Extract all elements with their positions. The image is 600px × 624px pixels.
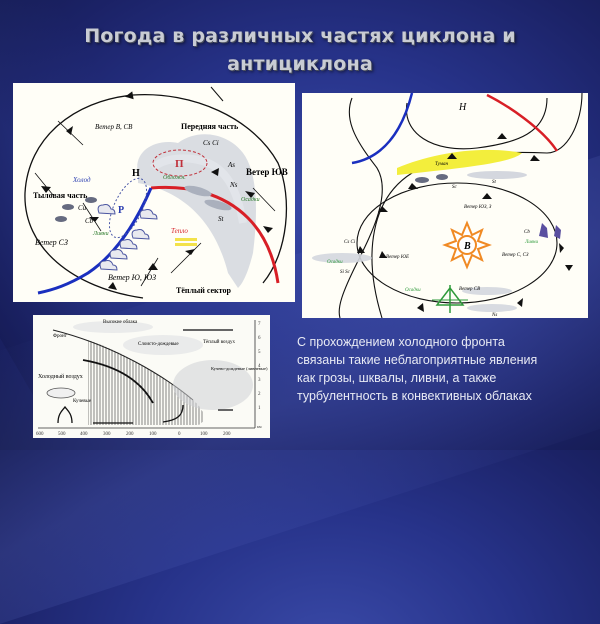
x-tick-8: 200: [223, 432, 231, 437]
title-line-2: антициклона: [227, 53, 373, 75]
label-low: Н: [132, 168, 140, 179]
label-wind-east-ne: Ветер В, СВ: [95, 123, 133, 131]
label-st: St: [492, 180, 497, 185]
anticyclone-diagram: В Н Туман Sc St Ветер ЮЗ, З Cb Ливни Вет…: [302, 93, 588, 318]
label-showers: Ливни: [524, 240, 539, 245]
label-wind-sw-w: Ветер ЮЗ, З: [464, 205, 492, 210]
caption-line-3: как грозы, шквалы, ливни, а также: [297, 371, 497, 385]
y-tick-5: 2: [258, 392, 261, 397]
x-tick-5: 100: [149, 432, 157, 437]
label-cs-ci: Cs Ci: [344, 240, 356, 245]
y-unit: км: [257, 424, 262, 429]
label-cb: Cb: [85, 217, 94, 225]
y-tick-2: 5: [258, 350, 261, 355]
label-sc: Sc: [452, 185, 458, 190]
label-wind-se: Ветер ЮВ: [246, 167, 288, 177]
label-ns: Ns: [229, 181, 238, 189]
label-haze: Туман: [435, 162, 448, 167]
label-drizzle: Осадки: [241, 196, 260, 203]
x-tick-6: 0: [178, 432, 181, 437]
label-cb: Cb: [524, 230, 530, 235]
label-drizzle-left: Осадки: [327, 260, 343, 265]
label-wind-ne: Ветер СВ: [459, 287, 480, 292]
x-tick-3: 300: [103, 432, 111, 437]
label-wind-n-nw: Ветер С, СЗ: [502, 253, 529, 258]
cyclone-diagram: Ветер В, СВ Передняя часть Cs Ci Н П Обл…: [13, 83, 295, 302]
y-tick-3: 4: [258, 364, 261, 369]
y-tick-6: 1: [258, 406, 261, 411]
label-wind-nw: Ветер СЗ: [35, 238, 68, 247]
x-tick-1: 500: [58, 432, 66, 437]
label-r: Р: [118, 205, 124, 216]
label-low: Н: [458, 102, 467, 113]
y-tick-1: 6: [258, 336, 261, 341]
label-high: В: [463, 241, 471, 252]
title-line-1: Погода в различных частях циклона и: [84, 25, 516, 47]
label-front-part: Передняя часть: [181, 122, 239, 131]
label-cu: Cu: [78, 204, 87, 212]
label-front: Фронт: [53, 334, 68, 339]
label-showers: Ливни: [92, 231, 109, 237]
label-drizzle-bottom: Осадки: [405, 288, 421, 293]
label-pressure-p: П: [175, 158, 184, 170]
label-cold: Холод: [72, 176, 91, 184]
y-tick-0: 7: [258, 322, 261, 327]
x-tick-4: 200: [126, 432, 134, 437]
label-as: As: [227, 161, 235, 169]
caption-line-2: связаны такие неблагоприятные явления: [297, 353, 538, 367]
label-cold-air: Холодный воздух: [38, 373, 83, 380]
x-tick-0: 600: [36, 432, 44, 437]
label-wind-s-sw: Ветер Ю, ЮЗ: [108, 273, 156, 282]
label-warm: Тепло: [171, 227, 188, 235]
y-tick-4: 3: [258, 378, 261, 383]
cold-front-cross-section: Высокие облака Фронт Слоисто-дождевые Тё…: [33, 315, 270, 438]
label-cumulus: Кучевые: [73, 399, 92, 404]
label-wind-ne-left: Ветер ЮЕ: [386, 255, 409, 260]
caption-line-4: турбулентность в конвективных облаках: [297, 389, 532, 403]
caption-line-1: С прохождением холодного фронта: [297, 335, 505, 349]
slide-title: Погода в различных частях циклона и анти…: [0, 22, 600, 78]
label-rear-part: Тыловая часть: [33, 191, 88, 200]
label-st: St: [218, 215, 225, 223]
slide-caption: С прохождением холодного фронта связаны …: [297, 333, 597, 405]
x-tick-2: 400: [80, 432, 88, 437]
label-upper-clouds: Высокие облака: [103, 320, 138, 325]
label-stratocumulus: Слоисто-дождевые: [138, 342, 179, 347]
label-overcast: Обложн.: [163, 174, 186, 181]
label-warm-air: Тёплый воздух: [203, 340, 235, 345]
label-cumulus-rain: Кучево-дождевые (ливневые): [211, 366, 268, 371]
label-ns: Ns: [491, 313, 497, 318]
x-tick-7: 100: [200, 432, 208, 437]
label-si-sc: Si Sc: [340, 270, 351, 275]
label-warm-sector: Тёплый сектор: [176, 286, 231, 295]
label-cs-ci: Cs Ci: [203, 139, 219, 147]
